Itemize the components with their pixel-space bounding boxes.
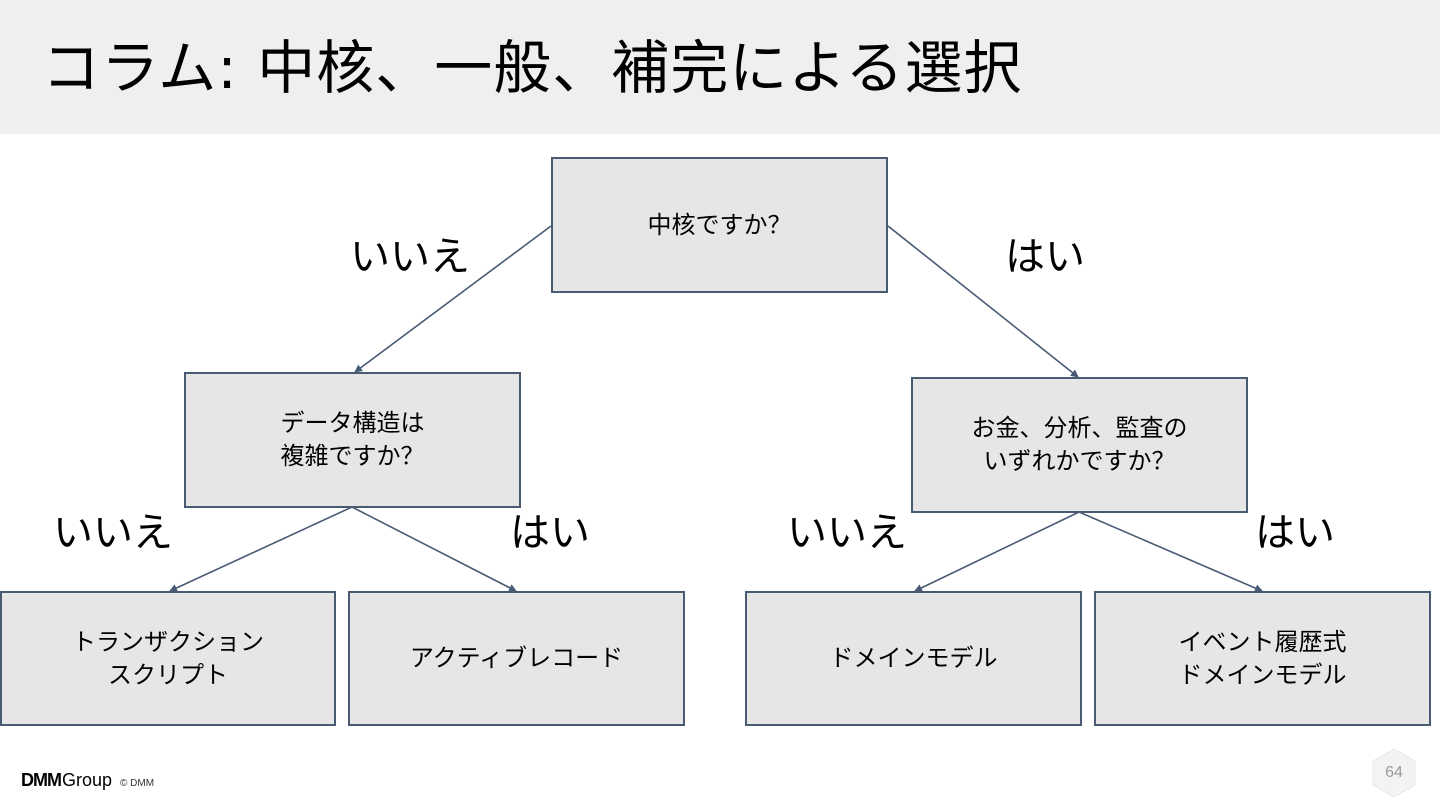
node-root-question: 中核ですか？ xyxy=(551,157,888,293)
edge-label-left-yes: はい xyxy=(510,510,590,556)
edge-label-right-yes: はい xyxy=(1255,510,1335,556)
leaf-event-sourced-label: イベント履歴式 ドメインモデル xyxy=(1178,627,1347,689)
leaf-active-record-label: アクティブレコード xyxy=(409,644,624,672)
edge-label-root-no: いいえ xyxy=(350,234,470,280)
node-left-label: データ構造は 複雑ですか？ xyxy=(280,409,425,470)
edge-left-to-active-record xyxy=(351,506,517,592)
leaf-transaction-script: トランザクション スクリプト xyxy=(0,591,336,726)
node-left-question: データ構造は 複雑ですか？ xyxy=(184,372,521,508)
logo-mark: DMM xyxy=(21,770,62,790)
hexagon-icon xyxy=(1372,748,1416,798)
copyright-text: © DMM xyxy=(120,778,155,789)
logo-group-text: Group xyxy=(62,770,113,790)
edge-right-to-domain-model xyxy=(914,511,1080,592)
edge-root-to-left xyxy=(354,225,552,373)
leaf-domain-model: ドメインモデル xyxy=(745,591,1082,726)
page-number: 64 xyxy=(1385,764,1403,781)
edge-label-root-yes: はい xyxy=(1005,234,1085,280)
leaf-event-sourced-domain-model: イベント履歴式 ドメインモデル xyxy=(1094,591,1431,726)
node-root-label: 中核ですか？ xyxy=(647,210,792,239)
title-bar: コラム: 中核、一般、補完による選択 xyxy=(0,0,1440,134)
leaf-domain-model-label: ドメインモデル xyxy=(829,644,998,672)
dmm-group-logo: DMM Group © DMM xyxy=(21,770,154,794)
edge-label-left-no: いいえ xyxy=(53,510,173,556)
leaf-active-record: アクティブレコード xyxy=(348,591,685,726)
edge-label-right-no: いいえ xyxy=(787,510,907,556)
edge-root-to-right xyxy=(887,225,1079,378)
node-right-question: お金、分析、監査の いずれかですか？ xyxy=(911,377,1248,513)
edge-left-to-transaction-script xyxy=(169,506,353,592)
edge-right-to-event-sourced xyxy=(1078,511,1263,592)
leaf-transaction-script-label: トランザクション スクリプト xyxy=(72,627,264,689)
slide-title: コラム: 中核、一般、補完による選択 xyxy=(42,34,1023,102)
node-right-label: お金、分析、監査の いずれかですか？ xyxy=(971,414,1188,475)
page-number-badge: 64 xyxy=(1372,748,1416,798)
